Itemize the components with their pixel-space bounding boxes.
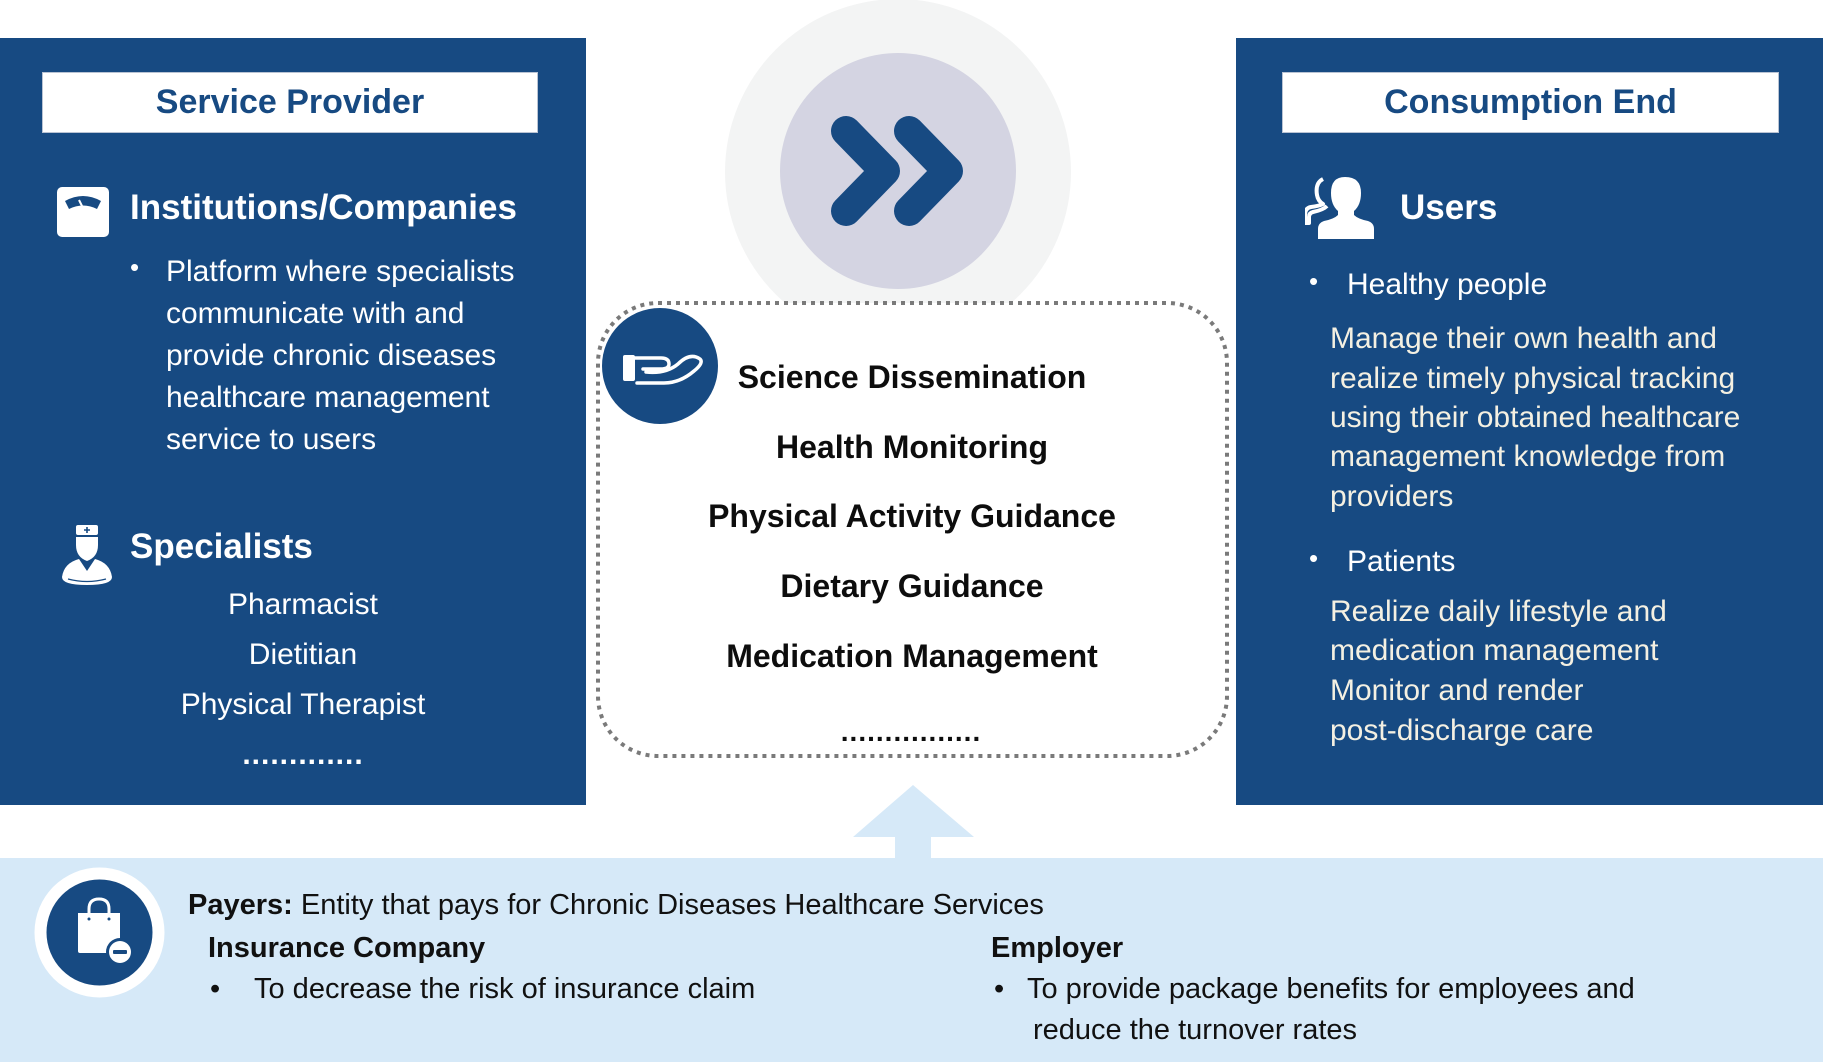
specialist-dietitian: Dietitian bbox=[248, 638, 358, 671]
users-icon bbox=[1305, 177, 1374, 239]
insurance-bullet: • bbox=[210, 973, 221, 1005]
patients-line-1: Realize daily lifestyle and bbox=[1330, 595, 1667, 628]
healthy-people-line-5: providers bbox=[1330, 480, 1454, 513]
institutions-heading: Institutions/Companies bbox=[130, 188, 517, 227]
patients-bullet: • bbox=[1309, 543, 1319, 573]
services-more: ................ bbox=[840, 716, 982, 747]
hand-icon bbox=[602, 308, 718, 424]
healthy-people-line-3: using their obtained healthcare bbox=[1330, 401, 1741, 434]
institutions-line-3: provide chronic diseases bbox=[166, 339, 497, 372]
employer-bullet: • bbox=[994, 973, 1005, 1005]
institutions-bullet: • bbox=[130, 252, 140, 282]
users-heading: Users bbox=[1400, 188, 1498, 227]
institutions-line-5: service to users bbox=[166, 423, 377, 456]
payers-definition: Payers: Entity that pays for Chronic Dis… bbox=[188, 887, 1044, 923]
service-medication-management: Medication Management bbox=[726, 638, 1098, 674]
shopping-bag-minus-icon bbox=[34, 867, 165, 998]
service-physical-activity-guidance: Physical Activity Guidance bbox=[708, 498, 1116, 534]
payers-description: Entity that pays for Chronic Diseases He… bbox=[300, 889, 1044, 921]
healthy-people-line-1: Manage their own health and bbox=[1330, 322, 1717, 355]
healthy-people-line-2: realize timely physical tracking bbox=[1330, 362, 1736, 395]
employer-heading: Employer bbox=[991, 932, 1124, 964]
service-provider-title: Service Provider bbox=[42, 72, 538, 133]
service-provider-title-text: Service Provider bbox=[155, 83, 425, 121]
institutions-line-2: communicate with and bbox=[166, 297, 465, 330]
healthy-people-bullet: • bbox=[1309, 266, 1319, 296]
specialist-pharmacist: Pharmacist bbox=[227, 588, 379, 621]
services-box bbox=[596, 301, 1229, 758]
patients-line-3: Monitor and render bbox=[1330, 674, 1584, 707]
employer-line-2: reduce the turnover rates bbox=[1033, 1014, 1358, 1046]
patients-line-4: post-discharge care bbox=[1330, 714, 1594, 747]
patients-label: Patients bbox=[1347, 545, 1456, 578]
doctor-icon bbox=[62, 525, 112, 585]
payers-strip bbox=[0, 858, 1823, 1062]
service-dietary-guidance: Dietary Guidance bbox=[780, 568, 1044, 604]
payers-label: Payers: bbox=[188, 889, 293, 921]
up-arrow bbox=[853, 785, 974, 860]
service-science-dissemination: Science Dissemination bbox=[737, 359, 1087, 395]
insurance-company-heading: Insurance Company bbox=[208, 932, 486, 964]
specialists-more: ............. bbox=[242, 738, 364, 771]
healthy-people-line-4: management knowledge from bbox=[1330, 440, 1726, 473]
service-provider-panel bbox=[0, 38, 586, 805]
institutions-line-1: Platform where specialists bbox=[166, 255, 515, 288]
double-chevron-right-icon bbox=[831, 116, 963, 226]
scale-icon bbox=[57, 187, 109, 237]
service-health-monitoring: Health Monitoring bbox=[776, 429, 1048, 465]
institutions-line-4: healthcare management bbox=[166, 381, 490, 414]
patients-line-2: medication management bbox=[1330, 634, 1659, 667]
consumption-end-title-text: Consumption End bbox=[1384, 83, 1677, 121]
specialists-heading: Specialists bbox=[130, 527, 313, 566]
insurance-line-1: To decrease the risk of insurance claim bbox=[254, 973, 756, 1005]
specialist-physical-therapist: Physical Therapist bbox=[180, 688, 426, 721]
consumption-end-title: Consumption End bbox=[1282, 72, 1779, 133]
employer-line-1: To provide package benefits for employee… bbox=[1027, 973, 1635, 1005]
consumption-end-panel bbox=[1236, 38, 1823, 805]
healthy-people-label: Healthy people bbox=[1347, 268, 1548, 301]
